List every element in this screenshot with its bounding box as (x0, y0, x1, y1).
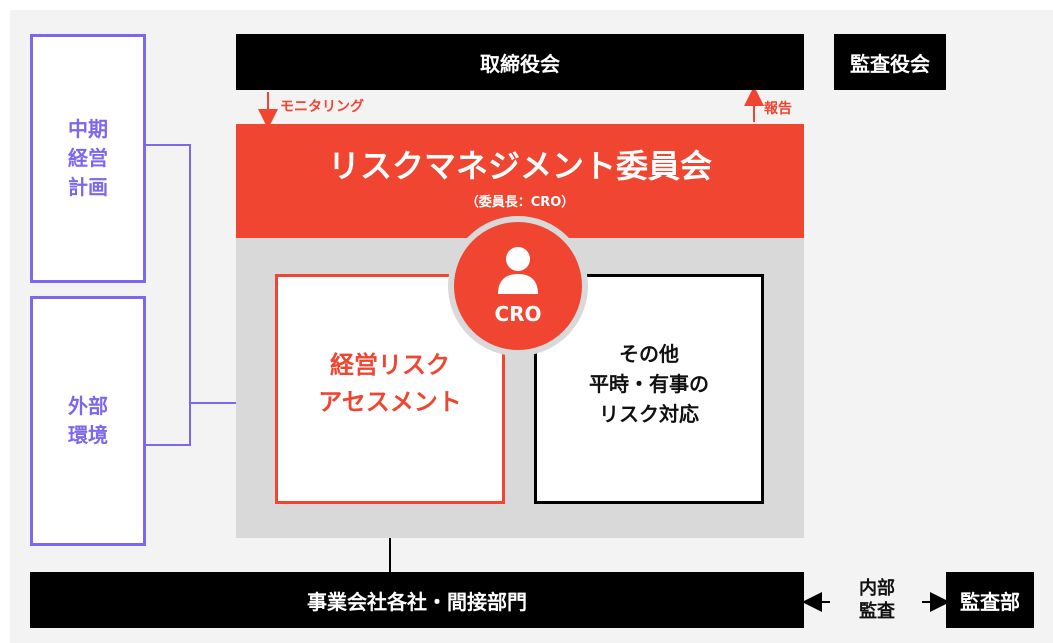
risk-assessment-label: 経営リスク アセスメント (318, 350, 462, 416)
external-environment-box: 外部 環境 (30, 296, 146, 546)
cro-badge: CRO (448, 216, 588, 356)
audit-department-box: 監査部 (946, 572, 1034, 628)
monitoring-label: モニタリング (280, 99, 364, 115)
business-units-bar: 事業会社各社・間接部門 (30, 572, 804, 628)
external-connector (146, 403, 191, 446)
mid-term-plan-label: 中期 経営 計画 (68, 117, 108, 199)
mid-plan-connector (146, 144, 191, 403)
audit-board-label: 監査役会 (850, 51, 930, 76)
board-label: 取締役会 (480, 51, 560, 76)
audit-board-box: 監査役会 (834, 34, 946, 90)
internal-audit-label: 内部 監査 (859, 577, 895, 622)
person-icon (498, 247, 538, 294)
board-of-directors-box: 取締役会 (236, 34, 804, 90)
other-risk-response-label: その他 平時・有事の リスク対応 (589, 342, 709, 426)
external-environment-label: 外部 環境 (68, 394, 108, 447)
mid-term-plan-box: 中期 経営 計画 (30, 34, 146, 283)
risk-committee-title: リスクマネジメント委員会 (327, 146, 712, 185)
audit-department-label: 監査部 (960, 589, 1020, 614)
risk-committee-subtitle: （委員長：CRO） (465, 194, 575, 210)
cro-label: CRO (494, 302, 542, 326)
report-label: 報告 (764, 101, 792, 117)
business-units-label: 事業会社各社・間接部門 (307, 589, 527, 614)
